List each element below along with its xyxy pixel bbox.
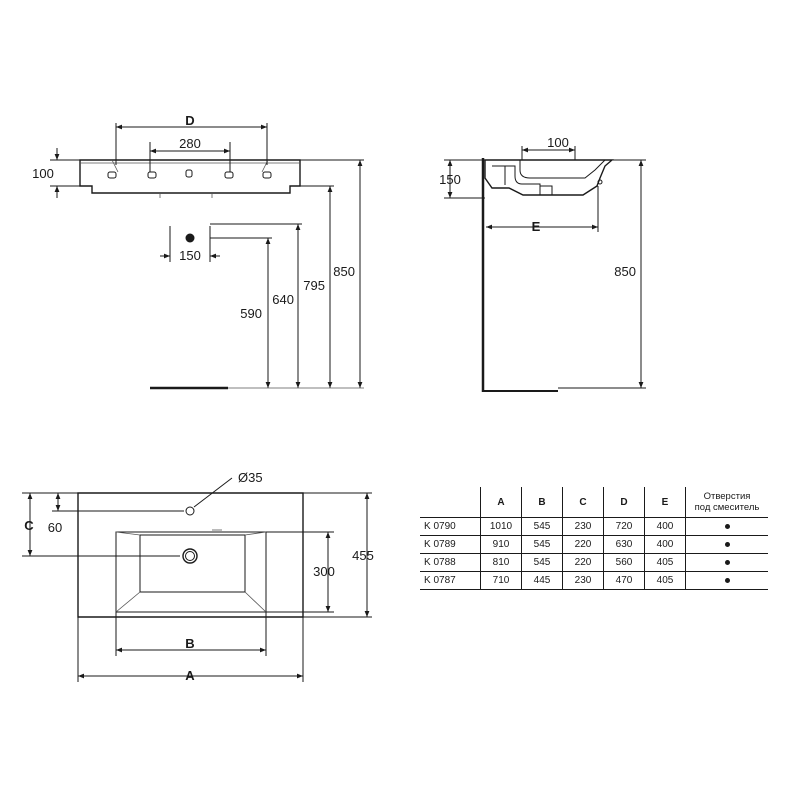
cell-model: K 0787 xyxy=(420,571,481,590)
cell-mixer xyxy=(685,553,768,572)
dim-d-label: D xyxy=(185,113,194,128)
cell-mixer xyxy=(685,571,768,590)
dim-640-label: 640 xyxy=(272,292,294,307)
cell-c: 220 xyxy=(562,553,604,572)
waste-outlet-icon xyxy=(185,233,195,243)
header-b: B xyxy=(521,487,563,518)
header-d: D xyxy=(603,487,645,518)
dim-795-label: 795 xyxy=(303,278,325,293)
tap-hole-left-icon xyxy=(147,171,157,179)
cell-a: 1010 xyxy=(480,517,522,536)
table-row: K 0787 710 445 230 470 405 xyxy=(420,571,768,590)
cell-d: 630 xyxy=(603,535,645,554)
side-dim-e-label: E xyxy=(532,219,541,234)
top-dim-60-label: 60 xyxy=(48,520,62,535)
table-row: K 0790 1010 545 230 720 400 xyxy=(420,517,768,536)
header-e: E xyxy=(644,487,686,518)
cell-e: 400 xyxy=(644,517,686,536)
cell-model: K 0790 xyxy=(420,517,481,536)
top-dim-b-label: B xyxy=(185,636,194,651)
bullet-icon xyxy=(724,560,730,565)
cell-model: K 0788 xyxy=(420,553,481,572)
table-header-row: A B C D E Отверстия под смеситель xyxy=(420,487,768,518)
cell-e: 400 xyxy=(644,535,686,554)
cell-model: K 0789 xyxy=(420,535,481,554)
table-row: K 0789 910 545 220 630 400 xyxy=(420,535,768,554)
cell-a: 910 xyxy=(480,535,522,554)
cell-e: 405 xyxy=(644,553,686,572)
bullet-icon xyxy=(724,524,730,529)
mixer-header-line2: под смеситель xyxy=(694,502,760,513)
tap-hole-diameter-label: Ø35 xyxy=(238,470,263,485)
cell-b: 545 xyxy=(521,553,563,572)
header-a: A xyxy=(480,487,522,518)
top-dim-a-label: A xyxy=(185,668,195,683)
header-mixer-holes: Отверстия под смеситель xyxy=(685,487,768,518)
drain-inner-icon xyxy=(185,551,195,561)
cell-d: 560 xyxy=(603,553,645,572)
cell-a: 810 xyxy=(480,553,522,572)
drain-outer-icon xyxy=(182,548,198,564)
cell-c: 220 xyxy=(562,535,604,554)
side-dim-100-label: 100 xyxy=(547,135,569,150)
top-dim-300-label: 300 xyxy=(313,564,335,579)
dim-590-label: 590 xyxy=(240,306,262,321)
cell-e: 405 xyxy=(644,571,686,590)
front-view: D 280 100 150 590 640 795 xyxy=(32,113,364,390)
basin-top-outline xyxy=(77,492,304,618)
dim-850-label: 850 xyxy=(333,264,355,279)
top-view: Ø35 C 60 300 455 B A xyxy=(22,470,374,683)
cell-d: 720 xyxy=(603,517,645,536)
dim-280-label: 280 xyxy=(179,136,201,151)
cell-c: 230 xyxy=(562,571,604,590)
dimensions-table: A B C D E Отверстия под смеситель K 0790… xyxy=(420,487,768,590)
cell-b: 545 xyxy=(521,535,563,554)
overflow-hole-right-icon xyxy=(262,171,272,179)
tap-hole-center-icon xyxy=(185,169,193,178)
bullet-icon xyxy=(724,542,730,547)
cell-mixer xyxy=(685,535,768,554)
header-model xyxy=(420,487,481,518)
side-view: 100 150 E 850 xyxy=(439,135,646,392)
dim-100-label: 100 xyxy=(32,166,54,181)
side-dim-150-label: 150 xyxy=(439,172,461,187)
overflow-hole-left-icon xyxy=(107,171,117,179)
cell-a: 710 xyxy=(480,571,522,590)
mixer-header-line1: Отверстия xyxy=(703,491,751,502)
cell-b: 445 xyxy=(521,571,563,590)
cell-b: 545 xyxy=(521,517,563,536)
cell-d: 470 xyxy=(603,571,645,590)
cell-mixer xyxy=(685,517,768,536)
bullet-icon xyxy=(724,578,730,583)
header-c: C xyxy=(562,487,604,518)
top-dim-c-label: C xyxy=(24,518,34,533)
cell-c: 230 xyxy=(562,517,604,536)
side-dim-850-label: 850 xyxy=(614,264,636,279)
tap-hole-right-icon xyxy=(224,171,234,179)
dim-150-label: 150 xyxy=(179,248,201,263)
waste-pipe-icon xyxy=(539,185,553,196)
basin-side-outline xyxy=(484,159,614,196)
basin-front-outline xyxy=(79,159,301,194)
table-row: K 0788 810 545 220 560 405 xyxy=(420,553,768,572)
top-dim-455-label: 455 xyxy=(352,548,374,563)
tap-hole-icon xyxy=(185,506,195,516)
